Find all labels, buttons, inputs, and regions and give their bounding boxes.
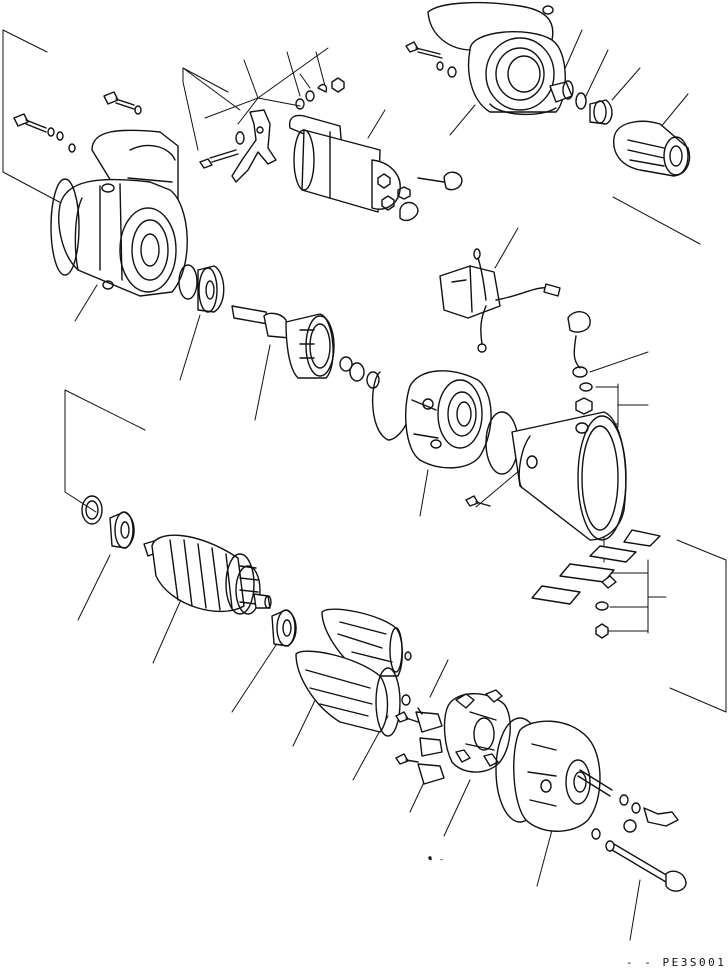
snap-ring [576,93,586,109]
rear-bearing [110,512,134,548]
through-bolts [429,770,686,891]
front-housing [51,130,187,296]
brush-springs [296,651,400,736]
rear-cover [496,718,600,831]
switch-terminal-nut [418,172,462,189]
shift-lever-assembly [200,78,344,182]
relay-harness [440,249,560,352]
field-coil-yoke [466,412,626,540]
bushing [550,81,573,102]
housing-mounting-bolts [14,92,141,152]
bracket-right-middle [670,540,726,712]
armature [144,535,271,614]
lead-wire [568,312,590,377]
drawing-code: - - PE3S001 [626,956,726,969]
field-frame-insulator [322,609,411,676]
name-plates [532,530,660,638]
brushes [416,708,444,784]
drawing-code-value: PE3S001 [662,956,727,969]
washer [82,496,102,524]
bracket-shift-fan [183,68,228,150]
pinion-clutch [614,121,690,176]
bracket-top-left [3,30,78,212]
bracket-middle-left [65,390,145,512]
bracket-right-upper [613,197,700,244]
brush-holder-screws [396,695,418,764]
center-bracket [373,371,491,468]
stop-collar [590,100,612,124]
mid-mark: - - [428,855,444,865]
commutator-bearing [272,610,296,646]
magnetic-switch [290,116,418,221]
clutch-sleeve [232,306,334,378]
drive-housing [406,3,565,115]
gear-bearing [340,357,379,388]
drawing-code-prefix: - - [626,956,654,969]
pinion-bearing [179,265,224,312]
brush-holder-plate [445,690,511,772]
